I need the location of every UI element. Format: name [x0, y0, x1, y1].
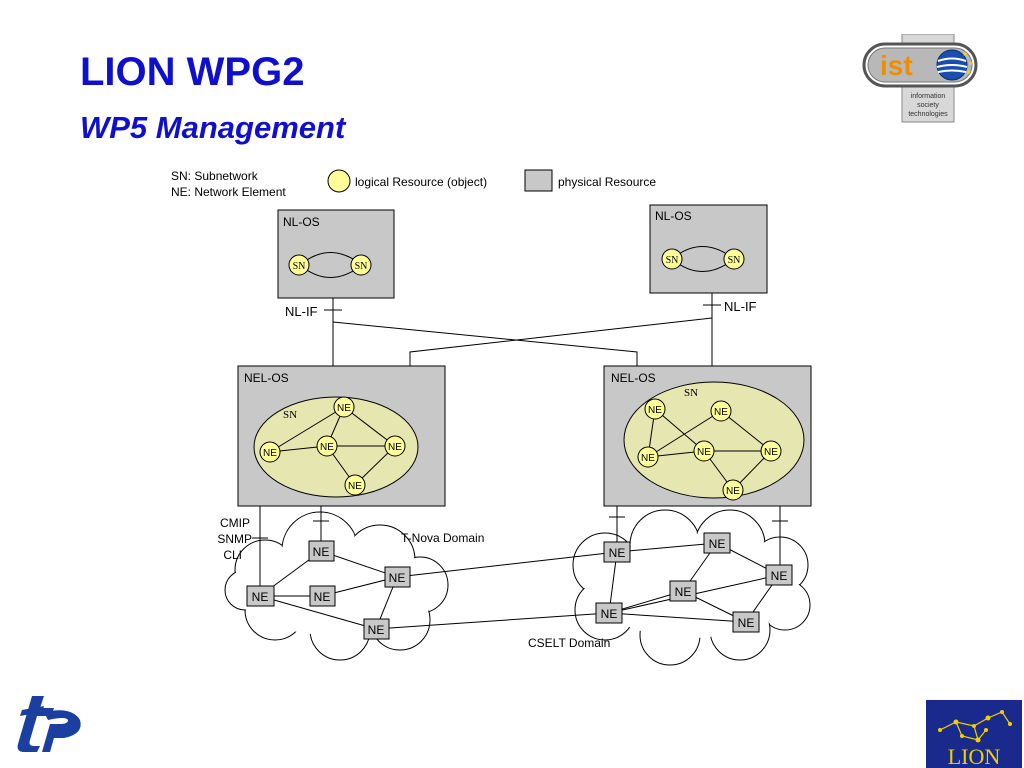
- sn-label-right: SN: [684, 387, 698, 399]
- sn-label-left: SN: [283, 409, 297, 421]
- ne-physical-node: [765, 564, 793, 586]
- legend-sn-definition: SN: Subnetwork: [171, 169, 259, 183]
- ne-logical-node: NE: [263, 448, 277, 459]
- legend-logical-swatch: [327, 169, 351, 193]
- ne-logical-node: NE: [337, 403, 351, 414]
- ne-physical-label: NE: [314, 590, 331, 604]
- sn-node: SN: [728, 255, 741, 266]
- ne-logical-node: NE: [726, 486, 740, 497]
- lion-logo: LION: [926, 700, 1022, 768]
- legend-physical-swatch: [524, 169, 553, 192]
- ist-caption-2: society: [917, 102, 939, 109]
- lion-word: LION: [948, 744, 1001, 768]
- ne-physical-node: [384, 566, 411, 588]
- slide-title: LION WPG2: [80, 50, 305, 94]
- ist-logo: ist ★ ★ ★ information society technologi…: [862, 34, 978, 123]
- ne-physical-node: [595, 602, 623, 624]
- ne-logical-node: NE: [714, 407, 728, 418]
- nl-if-label-right: NL-IF: [724, 299, 757, 314]
- ne-logical-node: NE: [320, 442, 334, 453]
- ist-caption-1: information: [911, 93, 946, 100]
- legend-physical-label: physical Resource: [558, 175, 656, 189]
- ne-physical-label: NE: [738, 616, 755, 630]
- ne-physical-label: NE: [389, 571, 406, 585]
- ne-physical-label: NE: [609, 546, 626, 560]
- ne-physical-node: [603, 541, 631, 563]
- ne-physical-label: NE: [771, 569, 788, 583]
- ne-logical-node: NE: [388, 442, 402, 453]
- ne-logical-node: NE: [348, 481, 362, 492]
- ne-logical-node: NE: [764, 447, 778, 458]
- svg-text:★: ★: [966, 69, 971, 76]
- nl-os-box-left: [277, 209, 395, 299]
- ist-word: ist: [880, 50, 913, 81]
- ne-logical-node: NE: [641, 453, 655, 464]
- ne-physical-label: NE: [601, 607, 618, 621]
- protocol-snmp: SNMP: [217, 532, 252, 546]
- ne-physical-node: [308, 540, 335, 562]
- tnova-domain-label: T-Nova Domain: [401, 531, 484, 545]
- sn-node: SN: [355, 261, 368, 272]
- sn-node: SN: [293, 261, 306, 272]
- ne-physical-label: NE: [709, 537, 726, 551]
- ne-physical-node: [363, 618, 390, 640]
- ne-logical-node: NE: [648, 405, 662, 416]
- protocol-cli: CLI: [223, 548, 242, 562]
- protocol-cmip: CMIP: [220, 516, 250, 530]
- ne-physical-node: [732, 611, 760, 633]
- ist-caption-3: technologies: [908, 111, 948, 118]
- subnetwork-right: [623, 381, 805, 499]
- ne-physical-label: NE: [368, 623, 385, 637]
- svg-text:★: ★: [968, 60, 973, 67]
- cselt-domain-label: CSELT Domain: [528, 636, 610, 650]
- ne-physical-node: [309, 585, 336, 607]
- legend: SN: Subnetwork NE: Network Element logic…: [171, 169, 656, 199]
- legend-ne-definition: NE: Network Element: [171, 185, 286, 199]
- ne-physical-node: [246, 585, 275, 607]
- ne-physical-label: NE: [675, 585, 692, 599]
- nl-if-label-left: NL-IF: [285, 304, 318, 319]
- ne-logical-node: NE: [697, 447, 711, 458]
- management-links: [252, 293, 788, 590]
- nel-os-label-left: NEL-OS: [244, 371, 289, 385]
- tp-logo: [17, 696, 81, 752]
- ne-physical-label: NE: [313, 545, 330, 559]
- sn-node: SN: [666, 255, 679, 266]
- lion-logo-background: [926, 700, 1022, 768]
- slide-subtitle: WP5 Management: [80, 110, 346, 145]
- ne-physical-node: [669, 580, 697, 602]
- star-icon: ★: [962, 50, 968, 58]
- nel-os-label-right: NEL-OS: [611, 371, 656, 385]
- ne-physical-node: [703, 532, 731, 554]
- legend-logical-label: logical Resource (object): [355, 175, 487, 189]
- ne-physical-label: NE: [252, 590, 269, 604]
- nl-os-label-left: NL-OS: [283, 215, 320, 229]
- nl-os-label-right: NL-OS: [655, 209, 692, 223]
